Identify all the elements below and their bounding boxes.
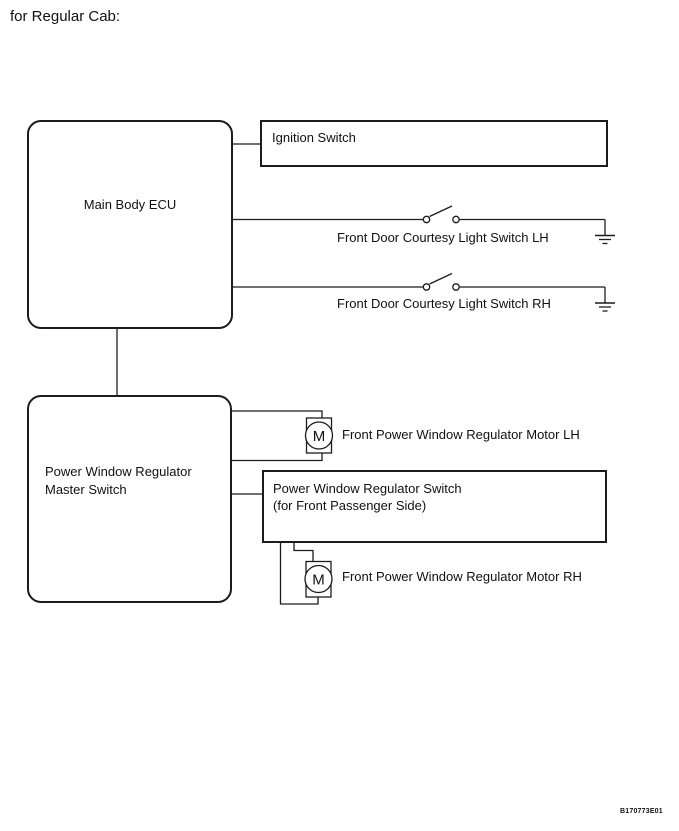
figure-code: B170773E01 <box>620 808 663 815</box>
ground-icon <box>595 302 615 312</box>
wire-regulator-switch-to-motor-rh <box>279 542 319 605</box>
switch-contact-icon <box>422 283 431 291</box>
courtesy-light-switch-rh-label: Front Door Courtesy Light Switch RH <box>337 296 551 311</box>
main-body-ecu-label: Main Body ECU <box>83 197 177 212</box>
motor-rh-letter: M <box>312 572 325 589</box>
motor-lh-icon: M <box>304 417 334 454</box>
wire-master-switch-to-motor-lh <box>232 410 323 462</box>
power-window-master-switch-label-line1: Power Window Regulator <box>45 464 192 479</box>
power-window-motor-lh-label: Front Power Window Regulator Motor LH <box>342 427 580 442</box>
switch-contact-icon <box>452 215 460 224</box>
power-window-motor-rh-label: Front Power Window Regulator Motor RH <box>342 569 582 584</box>
power-window-master-switch-block: Power Window Regulator Master Switch <box>27 395 232 603</box>
ground-icon <box>595 234 615 245</box>
power-window-master-switch-label: Power Window Regulator Master Switch <box>45 463 192 499</box>
ignition-switch-label: Ignition Switch <box>272 130 356 145</box>
power-window-regulator-switch-label-line2: (for Front Passenger Side) <box>273 498 427 513</box>
motor-rh-icon: M <box>304 560 333 598</box>
power-window-regulator-switch-box: Power Window Regulator Switch (for Front… <box>262 470 607 543</box>
power-window-master-switch-label-line2: Master Switch <box>45 482 127 497</box>
power-window-regulator-switch-label: Power Window Regulator Switch (for Front… <box>273 480 462 514</box>
courtesy-light-switch-lh-label: Front Door Courtesy Light Switch LH <box>337 230 549 245</box>
switch-contact-icon <box>422 215 431 224</box>
ignition-switch-box: Ignition Switch <box>260 120 608 167</box>
switch-contact-icon <box>452 283 460 291</box>
motor-lh-letter: M <box>313 428 326 445</box>
page-title: for Regular Cab: <box>10 8 121 25</box>
power-window-regulator-switch-label-line1: Power Window Regulator Switch <box>273 481 462 496</box>
main-body-ecu-block: Main Body ECU <box>27 120 233 329</box>
